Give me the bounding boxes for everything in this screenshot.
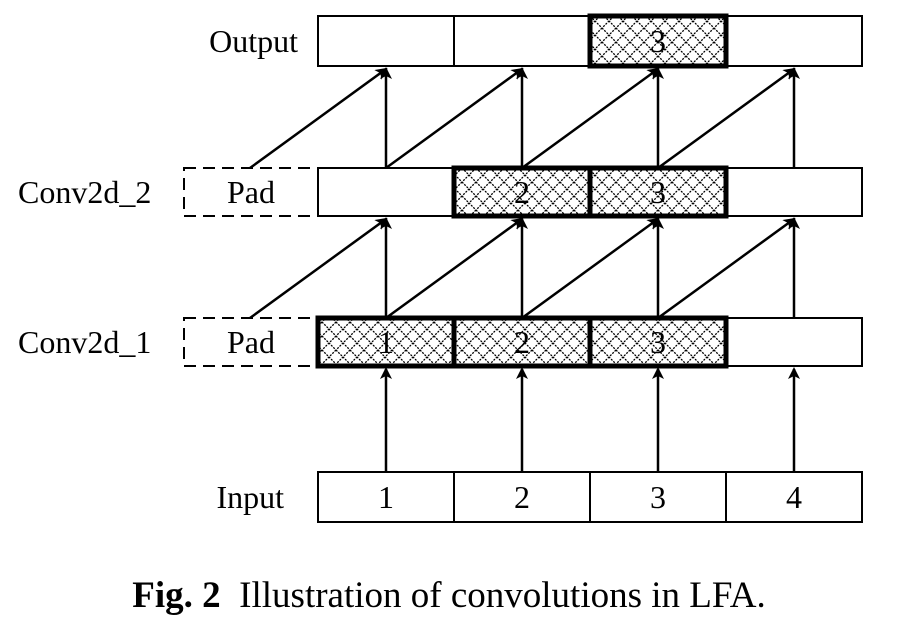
cell-1 xyxy=(317,15,455,67)
row-label-conv2d-2: Conv2d_2 xyxy=(18,174,151,210)
cell-label: 3 xyxy=(650,324,666,360)
cell-label: 4 xyxy=(786,479,802,515)
arrow xyxy=(385,217,524,320)
highlight-border xyxy=(587,165,729,219)
pad-label: Pad xyxy=(227,324,275,360)
cell-label: 1 xyxy=(378,479,394,515)
arrow xyxy=(521,217,660,320)
cell-4 xyxy=(725,15,863,67)
row-label-output: Output xyxy=(209,23,298,59)
arrow xyxy=(249,217,388,320)
cell-label: 2 xyxy=(514,324,530,360)
row-output: 3 xyxy=(317,13,863,69)
arrows xyxy=(249,67,800,472)
pad-label: Pad xyxy=(227,174,275,210)
cell-2 xyxy=(453,471,591,523)
cell-label: 1 xyxy=(378,324,394,360)
arrow xyxy=(521,67,660,170)
row-conv2d-1: Pad 1 2 3 xyxy=(183,315,863,369)
cell-4 xyxy=(725,317,863,367)
row-label-conv2d-1: Conv2d_1 xyxy=(18,324,151,360)
arrow xyxy=(249,67,388,170)
cell-label: 2 xyxy=(514,479,530,515)
highlight-border xyxy=(587,13,729,69)
cell-label: 3 xyxy=(650,174,666,210)
row-conv2d-2: Pad 2 3 xyxy=(183,165,863,219)
cell-4 xyxy=(725,471,863,523)
arrow xyxy=(657,217,796,320)
cell-label: 3 xyxy=(650,23,666,59)
caption-prefix: Fig. 2 xyxy=(132,575,221,616)
cell-1 xyxy=(317,167,455,217)
arrow xyxy=(385,67,524,170)
cell-label: 3 xyxy=(650,479,666,515)
cell-4 xyxy=(725,167,863,217)
highlight-border xyxy=(587,315,729,369)
row-label-input: Input xyxy=(216,479,284,515)
caption-text: Illustration of convolutions in LFA. xyxy=(239,575,766,616)
row-input: 1 2 3 4 xyxy=(317,471,863,523)
cell-2 xyxy=(453,15,591,67)
cell-3 xyxy=(589,471,727,523)
arrow xyxy=(657,67,796,170)
figure-caption: Fig. 2 Illustration of convolutions in L… xyxy=(0,574,898,618)
cell-label: 2 xyxy=(514,174,530,210)
